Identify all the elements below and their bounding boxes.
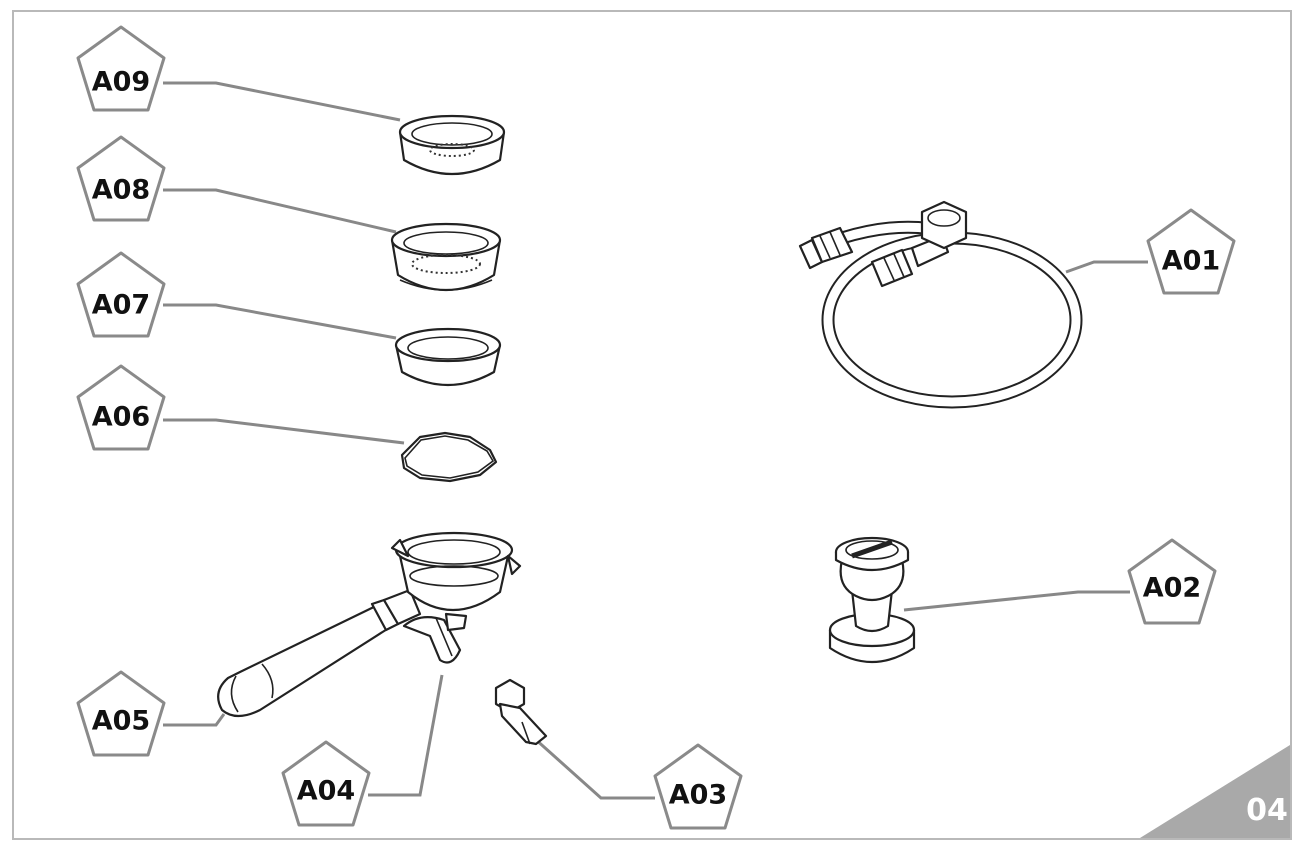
callout-label-a02: A02 xyxy=(1143,573,1201,604)
part-a02-tamper xyxy=(828,536,916,664)
part-a06-spring-ring xyxy=(400,431,498,483)
callout-label-a01: A01 xyxy=(1162,246,1220,277)
leader-line-a06 xyxy=(163,418,405,445)
page-number: 04 xyxy=(1246,793,1288,828)
part-a03-spout xyxy=(494,678,548,746)
corner-triangle xyxy=(1140,745,1290,838)
callout-label-a06: A06 xyxy=(92,402,150,433)
callout-a03: A03 xyxy=(653,743,743,830)
leader-line-a03 xyxy=(532,736,655,800)
leader-line-a05 xyxy=(163,713,226,727)
page-frame xyxy=(12,10,1292,840)
part-a09-filter-basket-single xyxy=(398,114,506,175)
callout-a02: A02 xyxy=(1127,538,1217,625)
callout-label-a05: A05 xyxy=(92,706,150,737)
part-a05-portafilter-handle xyxy=(217,588,422,718)
callout-a09: A09 xyxy=(76,25,166,112)
leader-lines xyxy=(163,81,1148,800)
callout-label-a04: A04 xyxy=(297,776,355,807)
callout-label-a09: A09 xyxy=(92,67,150,98)
part-a08-filter-basket-double xyxy=(390,222,502,291)
callout-a07: A07 xyxy=(76,251,166,338)
callout-a06: A06 xyxy=(76,364,166,451)
leader-line-a09 xyxy=(163,81,401,122)
callout-a05: A05 xyxy=(76,670,166,757)
part-a07-blind-basket xyxy=(394,327,502,386)
leader-line-a04 xyxy=(368,674,444,797)
callout-a04: A04 xyxy=(281,740,371,827)
part-a04-portafilter-body xyxy=(390,531,522,664)
leader-line-a02 xyxy=(903,590,1130,612)
callout-a08: A08 xyxy=(76,135,166,222)
callout-label-a07: A07 xyxy=(92,290,150,321)
leader-line-a07 xyxy=(163,303,397,340)
part-a01-water-hose xyxy=(798,200,1083,409)
leader-line-a01 xyxy=(1065,260,1148,274)
callout-label-a03: A03 xyxy=(669,780,727,811)
leader-line-a08 xyxy=(163,188,397,234)
callout-a01: A01 xyxy=(1146,208,1236,295)
callout-label-a08: A08 xyxy=(92,175,150,206)
